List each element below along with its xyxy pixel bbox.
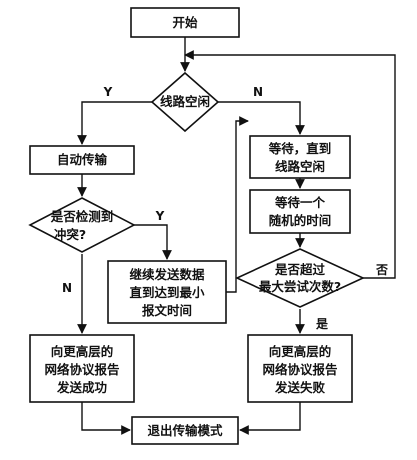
node-wait-until-idle: 等待，直到 线路空闲 xyxy=(249,135,351,179)
node-wait-random: 等待一个 随机的时间 xyxy=(249,189,351,234)
node-report-fail: 向更高层的 网络协议报告 发送失败 xyxy=(247,334,353,403)
node-exit-text: 退出传输模式 xyxy=(147,423,223,438)
edge-attempts-no xyxy=(184,50,396,279)
node-report-fail-line-3: 发送失败 xyxy=(274,380,326,395)
node-report-fail-line-1: 向更高层的 xyxy=(269,344,332,359)
node-max-attempts-line-2: 最大尝试次数? xyxy=(259,279,341,294)
node-continue-send: 继续发送数据 直到达到最小 报文时间 xyxy=(107,260,227,324)
edges xyxy=(77,37,396,435)
node-exit: 退出传输模式 xyxy=(131,416,239,445)
node-continue-send-line-1: 继续发送数据 xyxy=(129,267,205,282)
node-report-success-line-3: 发送成功 xyxy=(56,380,107,395)
node-wait-random-line-1: 等待一个 xyxy=(274,195,326,210)
node-report-success-line-1: 向更高层的 xyxy=(51,344,114,359)
node-collision-check-line-2: 冲突? xyxy=(54,227,86,242)
node-wait-until-idle-line-1: 等待，直到 xyxy=(268,141,332,156)
node-wait-until-idle-line-2: 线路空闲 xyxy=(275,159,325,174)
node-auto-transmit-text: 自动传输 xyxy=(57,152,108,167)
edge-idle-no xyxy=(218,101,305,135)
node-start: 开始 xyxy=(130,7,240,38)
label-idle-no: N xyxy=(253,85,263,99)
edge-success-to-exit xyxy=(81,402,131,435)
node-report-fail-line-2: 网络协议报告 xyxy=(262,362,338,377)
node-continue-send-line-2: 直到达到最小 xyxy=(129,285,205,300)
node-line-idle-text: 线路空闲 xyxy=(160,94,210,109)
label-idle-yes: Y xyxy=(103,85,113,99)
edge-idle-yes xyxy=(77,101,152,145)
node-report-success: 向更高层的 网络协议报告 发送成功 xyxy=(29,334,135,403)
label-attempts-yes: 是 xyxy=(315,317,329,331)
label-collision-yes: Y xyxy=(155,209,165,223)
node-start-text: 开始 xyxy=(172,15,198,30)
node-max-attempts-line-1: 是否超过 xyxy=(274,262,326,277)
node-continue-send-line-3: 报文时间 xyxy=(142,303,192,318)
node-collision-check-line-1: 是否检测到 xyxy=(50,209,114,224)
node-collision-check: 是否检测到 冲突? xyxy=(28,197,136,253)
edge-continue-to-wait xyxy=(226,116,249,293)
label-attempts-no: 否 xyxy=(375,263,388,277)
node-wait-random-line-2: 随机的时间 xyxy=(269,213,332,228)
edge-collision-yes xyxy=(134,224,172,260)
label-collision-no: N xyxy=(62,281,72,295)
node-max-attempts: 是否超过 最大尝试次数? xyxy=(235,248,365,308)
node-line-idle: 线路空闲 xyxy=(150,71,220,133)
node-auto-transmit: 自动传输 xyxy=(29,145,135,175)
node-report-success-line-2: 网络协议报告 xyxy=(44,362,120,377)
edge-fail-to-exit xyxy=(239,402,301,435)
